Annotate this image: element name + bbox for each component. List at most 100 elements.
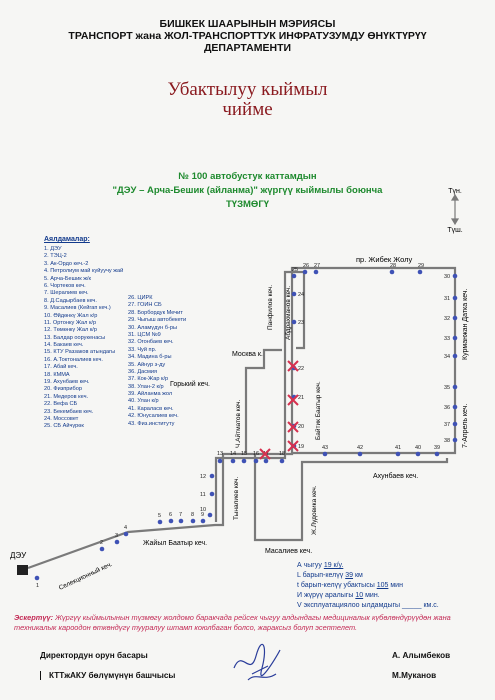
stop-number-label: 29: [418, 263, 424, 269]
signature-name-2: М.Муканов: [392, 671, 437, 680]
stop-number-label: 1: [36, 583, 39, 589]
stop-dot: [417, 269, 423, 275]
round-trip-time-label: t барып-келүү убактысы: [297, 582, 375, 589]
stop-list-item: 16. А.Токтоналиев кеч.: [44, 356, 103, 363]
street-panfilov: Панфилов кеч.: [267, 285, 274, 330]
stop-dot: [452, 335, 458, 341]
stop-list-item: 31. ЦСМ №9: [128, 331, 161, 338]
stop-dot: [209, 491, 215, 497]
interval-label: И жүрүү аралыгы: [297, 592, 354, 599]
stop-dot: [241, 458, 247, 464]
round-trip-length-unit: км: [354, 572, 363, 579]
stop-dot: [253, 458, 259, 464]
stop-dot: [357, 451, 363, 457]
stop-number-label: 23: [298, 320, 304, 326]
stop-list-item: 19. Ахунбаев кеч.: [44, 379, 90, 386]
note-text: Жүргүү кыймылынын түзмөгү жолдомо баракч…: [14, 613, 451, 632]
stop-dot: [99, 546, 105, 552]
route-parameters: А чыгуу 19 к/у. L барып-келүү 39 км t ба…: [297, 561, 439, 611]
stop-number-label: 10: [200, 507, 206, 513]
exits-value: 19 к/у.: [323, 562, 344, 569]
stop-number-label: 6: [169, 512, 172, 518]
stop-dot: [34, 575, 40, 581]
stop-dot: [230, 458, 236, 464]
stop-dot: [452, 315, 458, 321]
exits-label: А чыгуу: [297, 562, 322, 569]
stop-dot: [209, 473, 215, 479]
stop-dot: [114, 539, 120, 545]
stop-dot: [452, 437, 458, 443]
street-masaliev: Масалиев кеч.: [265, 548, 312, 555]
stop-list-item: 21. Медеров кеч.: [44, 393, 89, 400]
header-line-1: БИШКЕК ШААРЫНЫН МЭРИЯСЫ: [159, 18, 336, 30]
signature-role-1: Директордун орун басары: [40, 651, 148, 660]
stop-list-item: 20. Физприбор: [44, 386, 82, 393]
route-title-line-2: "ДЭУ – Арча-Бешик (айланма)" жүргүү кыйм…: [112, 185, 383, 196]
street-aitmatov: Ч.Айтматов кеч.: [234, 399, 242, 448]
stop-number-label: 22: [298, 366, 304, 372]
stop-list-item: 37. Кок-Жар к/р: [128, 376, 169, 383]
stop-dot: [291, 273, 297, 279]
street-gorkiy: Горький кеч.: [170, 380, 210, 388]
stop-dot: [291, 291, 297, 297]
stop-list-item: 18. КММА: [44, 371, 70, 378]
stop-list-item: 30. Аламүдүн б-ры: [128, 324, 177, 331]
street-zhibek-zholu: пр. Жибек Жолу: [356, 255, 412, 264]
stop-list-item: 14. Бакаев кеч.: [44, 342, 84, 349]
direction-legend: [450, 193, 460, 226]
stop-dot: [200, 518, 206, 524]
stop-list-item: 27. ГОИН СБ: [128, 302, 162, 309]
stop-list-item: 7. Шералиев кеч.: [44, 290, 89, 297]
stops-title: Аялдамалар:: [44, 236, 90, 243]
signature-name-1: А. Алымбеков: [392, 651, 451, 660]
stop-list-item: 5. Арча-Бешик ж/к: [44, 275, 91, 282]
doc-title-line-1: Убактылуу кыймыл: [167, 79, 328, 100]
stop-list-item: 12. Төмөнкү Жал к/р: [44, 327, 97, 334]
street-ludvig: Ж.Лудовика кеч.: [311, 485, 318, 535]
header-line-3: ДЕПАРТАМЕНТИ: [203, 42, 292, 54]
stop-number-label: 31: [444, 296, 450, 302]
stop-number-label: 28: [390, 263, 396, 269]
stop-number-label: 11: [200, 492, 206, 498]
stop-list-item: 28. Борбордук Мечит: [128, 309, 183, 316]
stop-list-item: 11. Ортонку Жал к/р: [44, 319, 97, 326]
stop-number-label: 32: [444, 316, 450, 322]
stop-number-label: 40: [415, 445, 421, 451]
stop-dot: [434, 451, 440, 457]
stop-list-item: 38. Улан-2 к/р: [128, 383, 164, 390]
signature-role-2: КТТжАКУ бөлүмүнүн башчысы: [40, 671, 175, 680]
stop-list-item: 40. Улан к/р: [128, 398, 159, 405]
note-label: Эскертүү:: [14, 613, 54, 622]
street-kurmanzhan: Курманжан Датка кеч.: [462, 288, 469, 360]
stop-number-label: 4: [124, 525, 127, 531]
stop-list-item: 23. Бекембаев кеч.: [44, 408, 94, 415]
stop-list-item: 9. Масалиев (Кейгап кеч.): [44, 305, 111, 312]
stop-dot: [279, 458, 285, 464]
round-trip-time-value: 105: [376, 582, 389, 589]
stop-list-item: 41. Караласв кеч.: [128, 405, 174, 412]
stop-list-item: 36. Дасмия: [128, 368, 158, 375]
stop-list-item: 42. Юнусалиев кеч.: [128, 413, 179, 420]
stop-number-label: 39: [434, 445, 440, 451]
interval-unit: мин.: [365, 592, 380, 599]
stop-dot: [207, 512, 213, 518]
stop-dot: [322, 451, 328, 457]
stop-number-label: 33: [444, 336, 450, 342]
street-akhunbaev: Ахунбаев кеч.: [373, 472, 418, 480]
round-trip-length-label: L барып-келүү: [297, 572, 344, 579]
stop-list-item: 10. Өйдөнкү Жал к/р: [44, 312, 98, 319]
stop-number-label: 16: [253, 451, 259, 457]
stop-dot: [157, 519, 163, 525]
stop-dot: [452, 295, 458, 301]
stop-dot: [452, 273, 458, 279]
terminal-label: ДЭУ: [10, 551, 27, 560]
stop-dot: [452, 421, 458, 427]
stop-dot: [178, 518, 184, 524]
stop-list-item: 39. Айланма жол: [128, 391, 173, 398]
doc-title-line-2: чийме: [222, 99, 273, 120]
stop-number-label: 36: [444, 405, 450, 411]
stop-number-label: 21: [298, 395, 304, 401]
stop-dot: [415, 451, 421, 457]
stop-number-label: 20: [298, 424, 304, 430]
